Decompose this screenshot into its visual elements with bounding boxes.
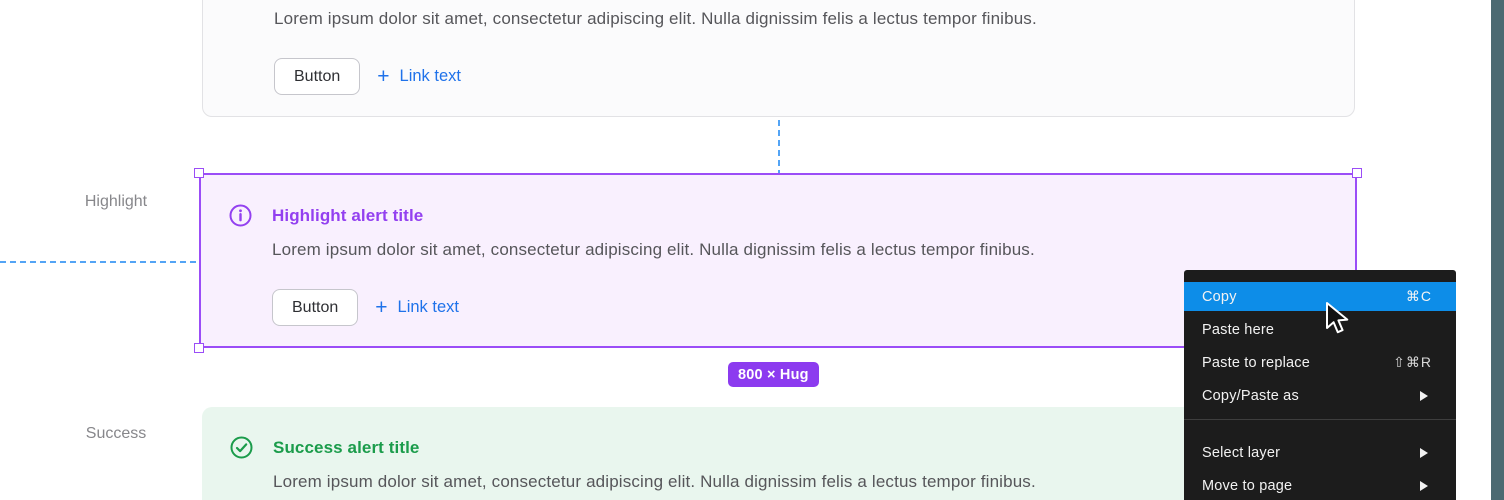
alert-card-top[interactable]: Lorem ipsum dolor sit amet, consectetur … [202,0,1355,117]
window-edge-strip [1491,0,1504,500]
menu-item-move-to-page[interactable]: Move to page [1184,471,1456,500]
menu-separator [1184,419,1456,420]
alert-body-text: Lorem ipsum dolor sit amet, consectetur … [273,472,1036,491]
alert-link[interactable]: + Link text [375,297,459,318]
alert-body-text: Lorem ipsum dolor sit amet, consectetur … [274,9,1037,28]
menu-item-label: Paste to replace [1202,354,1310,371]
plus-icon: + [375,296,388,319]
submenu-arrow-icon [1420,480,1428,491]
menu-item-label: Paste here [1202,321,1275,338]
selection-handle-bottom-left[interactable] [194,343,204,353]
alert-link-label: Link text [397,298,459,316]
alert-link[interactable]: + Link text [377,66,461,87]
menu-item-label: Copy [1202,288,1237,305]
variant-label-success: Success [85,425,147,442]
selection-size-badge: 800 × Hug [728,362,819,387]
info-circle-icon [229,204,252,227]
menu-item-label: Move to page [1202,477,1293,494]
variant-label-highlight: Highlight [84,193,148,210]
alert-title: Success alert title [273,437,420,457]
alert-card-highlight[interactable]: Highlight alert title Lorem ipsum dolor … [199,173,1357,348]
selection-handle-top-right[interactable] [1352,168,1362,178]
submenu-arrow-icon [1420,447,1428,458]
menu-item-shortcut: ⇧⌘R [1393,354,1432,370]
check-circle-icon [230,436,253,459]
menu-item-shortcut: ⌘C [1405,288,1432,304]
alert-card-success[interactable]: Success alert title Lorem ipsum dolor si… [202,407,1355,500]
alert-title: Highlight alert title [272,205,424,225]
menu-item-paste-to-replace[interactable]: Paste to replace ⇧⌘R [1184,348,1456,377]
alert-button[interactable]: Button [274,58,361,95]
menu-item-label: Select layer [1202,444,1281,461]
menu-item-select-layer[interactable]: Select layer [1184,438,1456,467]
alert-body-text: Lorem ipsum dolor sit amet, consectetur … [272,240,1035,259]
alert-button[interactable]: Button [272,289,359,326]
menu-item-copy-paste-as[interactable]: Copy/Paste as [1184,381,1456,410]
alignment-guide-horizontal [0,261,200,263]
plus-icon: + [377,65,390,88]
menu-item-paste-here[interactable]: Paste here [1184,315,1456,344]
menu-item-label: Copy/Paste as [1202,387,1299,404]
mouse-cursor [1325,301,1351,342]
selection-handle-top-left[interactable] [194,168,204,178]
menu-item-copy[interactable]: Copy ⌘C [1184,282,1456,311]
submenu-arrow-icon [1420,390,1428,401]
alert-link-label: Link text [399,67,461,85]
